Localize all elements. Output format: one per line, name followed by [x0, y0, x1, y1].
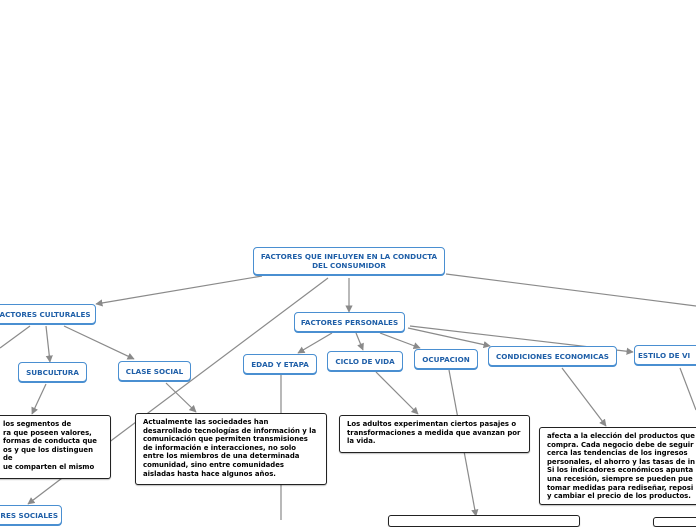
node-subcultura-label: SUBCULTURA: [26, 367, 79, 377]
note-ocupacion-partial[interactable]: [388, 515, 580, 527]
note-estilo-partial[interactable]: [653, 517, 696, 527]
node-condiciones-economicas[interactable]: CONDICIONES ECONOMICAS: [488, 346, 617, 366]
connector-personales-edad: [297, 332, 333, 354]
connector-culturales-left: [0, 325, 31, 349]
node-root[interactable]: FACTORES QUE INFLUYEN EN LA CONDUCTA DEL…: [253, 247, 445, 275]
connector-root-culturales: [95, 275, 263, 307]
node-clase-social[interactable]: CLASE SOCIAL: [118, 361, 191, 381]
node-factores-personales-label: FACTORES PERSONALES: [300, 317, 399, 327]
connector-personales-ocupacion: [379, 332, 421, 350]
node-factores-culturales-label: FACTORES CULTURALES: [0, 309, 91, 319]
connector-condiciones-note: [561, 367, 607, 427]
note-ciclo-vida-text: Los adultos experimentan ciertos pasajes…: [347, 420, 521, 446]
note-clase-social[interactable]: Actualmente las sociedades han desarroll…: [135, 413, 327, 485]
connector-subcultura-note: [31, 383, 47, 415]
node-estilo-vida[interactable]: ESTILO DE VI: [634, 345, 696, 365]
node-condiciones-economicas-label: CONDICIONES ECONOMICAS: [496, 351, 609, 361]
connector-culturales-clase: [63, 325, 135, 360]
note-subcultura-text: los segmentos de ra que poseen valores, …: [3, 420, 97, 471]
node-factores-sociales-label: RES SOCIALES: [0, 510, 58, 520]
node-subcultura[interactable]: SUBCULTURA: [18, 362, 87, 382]
note-clase-social-text: Actualmente las sociedades han desarroll…: [143, 418, 317, 478]
node-ocupacion-label: OCUPACION: [422, 354, 470, 364]
node-factores-personales[interactable]: FACTORES PERSONALES: [294, 312, 405, 332]
connector-clase-note: [165, 382, 197, 413]
node-ocupacion[interactable]: OCUPACION: [414, 349, 478, 369]
node-factores-culturales[interactable]: FACTORES CULTURALES: [0, 304, 96, 324]
node-clase-social-label: CLASE SOCIAL: [125, 366, 184, 376]
note-condiciones-economicas-text: afecta a la elección del productos que c…: [547, 432, 696, 501]
connector-root-right: [445, 273, 696, 307]
node-estilo-vida-label: ESTILO DE VI: [638, 350, 691, 360]
connector-ciclo-note: [375, 371, 419, 415]
note-condiciones-economicas[interactable]: afecta a la elección del productos que c…: [539, 427, 696, 505]
node-root-label: FACTORES QUE INFLUYEN EN LA CONDUCTA DEL…: [260, 252, 438, 270]
connector-estilo-down: [679, 367, 696, 411]
node-ciclo-vida[interactable]: CICLO DE VIDA: [327, 351, 403, 371]
connector-personales-ciclo: [355, 332, 364, 351]
connector-culturales-subcultura: [45, 325, 53, 363]
node-edad-etapa[interactable]: EDAD Y ETAPA: [243, 354, 317, 374]
node-factores-sociales[interactable]: RES SOCIALES: [0, 505, 62, 525]
node-edad-etapa-label: EDAD Y ETAPA: [251, 359, 309, 369]
note-subcultura[interactable]: los segmentos de ra que poseen valores, …: [0, 415, 111, 479]
connector-personales-condiciones: [407, 327, 491, 349]
node-ciclo-vida-label: CICLO DE VIDA: [335, 356, 395, 366]
note-ciclo-vida[interactable]: Los adultos experimentan ciertos pasajes…: [339, 415, 530, 453]
